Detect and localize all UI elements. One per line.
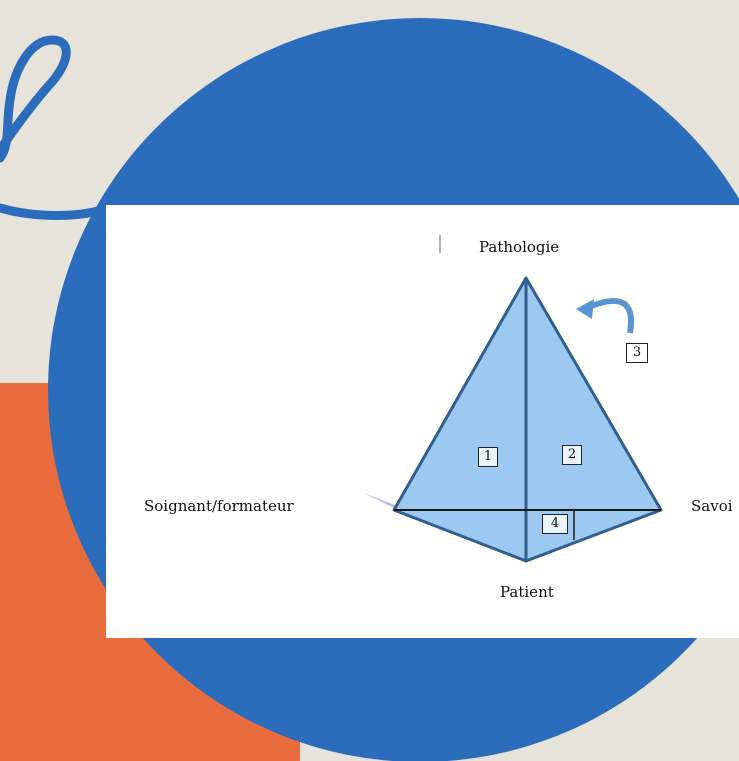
node-bottom-label: Patient [500,583,554,601]
arrow-head [576,299,594,319]
region-number-4: 4 [542,514,568,534]
region-number-2: 2 [562,445,582,465]
node-left-label: Soignant/formateur [144,497,294,515]
region-number-1: 1 [478,447,498,467]
node-right-label: Savoi [691,497,733,515]
node-top-label: Pathologie [479,238,560,256]
region-number-3: 3 [626,343,648,363]
left-face [392,276,528,563]
pyramid-diagram [364,235,663,563]
curly-line [0,35,113,220]
diagram-card: Pathologie Soignant/formateur Savoi Pati… [106,205,739,638]
right-face [524,276,663,563]
